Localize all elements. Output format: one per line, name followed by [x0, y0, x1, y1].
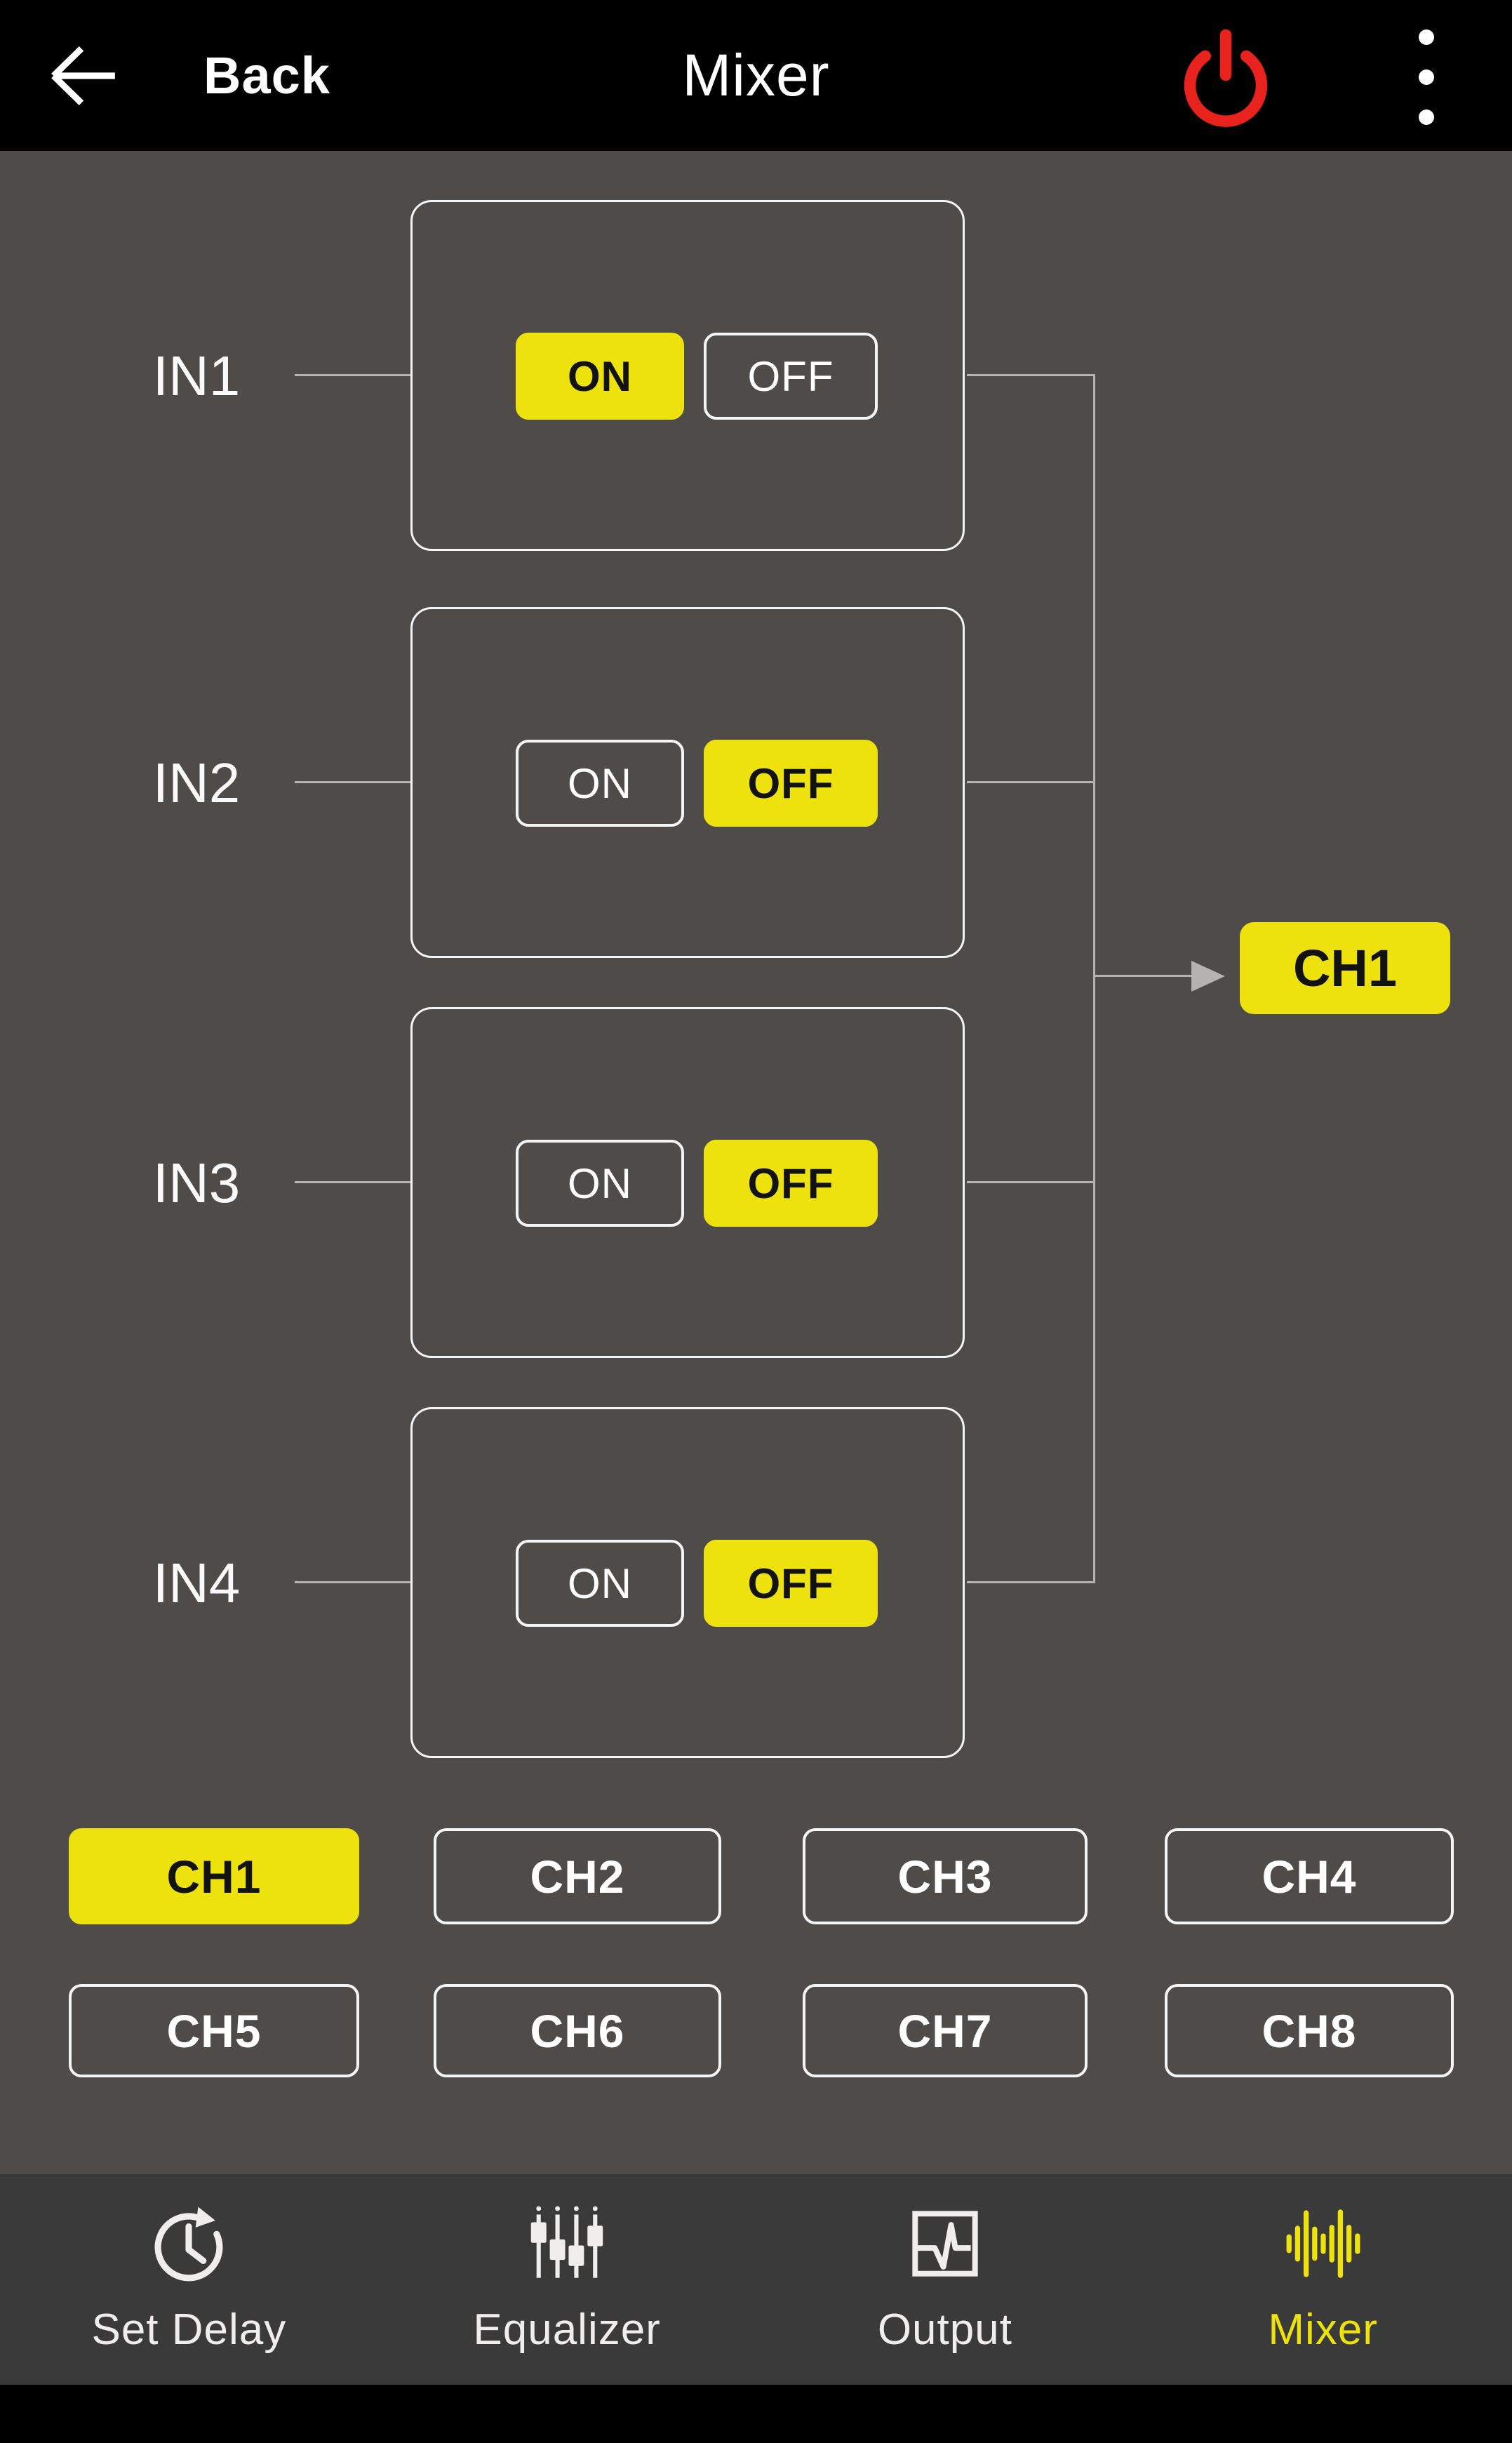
input-label-in4: IN4	[152, 1552, 241, 1614]
nav-item-set-delay[interactable]: Set Delay	[0, 2174, 378, 2385]
channel-button-ch5[interactable]: CH5	[69, 1984, 359, 2077]
channel-button-ch3[interactable]: CH3	[803, 1828, 1088, 1924]
input-label-in2: IN2	[152, 752, 241, 814]
nav-label-set-delay: Set Delay	[91, 2305, 287, 2354]
bottom-nav: Set Delay Equalizer Output	[0, 2174, 1512, 2385]
channel-button-ch2[interactable]: CH2	[434, 1828, 721, 1924]
nav-item-output[interactable]: Output	[756, 2174, 1135, 2385]
channel-button-ch6[interactable]: CH6	[434, 1984, 721, 2077]
output-arrow-head	[1191, 961, 1225, 992]
output-waveform-icon	[912, 2211, 978, 2277]
wire-in2-right	[967, 781, 1095, 783]
wire-in3-left	[295, 1181, 410, 1183]
channel-button-ch8[interactable]: CH8	[1165, 1984, 1454, 2077]
in1-off-button[interactable]: OFF	[704, 333, 878, 420]
input-box-in4: ON OFF	[410, 1407, 965, 1758]
mixer-waveform-icon	[1286, 2209, 1360, 2278]
header-bar: Back Mixer	[0, 0, 1512, 151]
nav-item-mixer[interactable]: Mixer	[1134, 2174, 1512, 2385]
wire-in4-left	[295, 1581, 410, 1583]
input-box-in1: ON OFF	[410, 200, 965, 551]
input-label-in1: IN1	[152, 345, 241, 407]
back-arrow-icon[interactable]	[42, 39, 121, 113]
wire-in1-right	[967, 374, 1095, 376]
back-button[interactable]: Back	[203, 46, 330, 105]
mix-bus-line	[1093, 374, 1095, 1583]
set-delay-clock-icon	[154, 2206, 223, 2282]
wire-in4-right	[967, 1581, 1095, 1583]
wire-in1-left	[295, 374, 410, 376]
in4-off-button[interactable]: OFF	[704, 1540, 878, 1627]
nav-label-output: Output	[877, 2305, 1012, 2354]
in3-off-button[interactable]: OFF	[704, 1140, 878, 1227]
input-box-in3: ON OFF	[410, 1007, 965, 1358]
wire-in3-right	[967, 1181, 1095, 1183]
in2-off-button[interactable]: OFF	[704, 740, 878, 827]
in2-on-button[interactable]: ON	[516, 740, 684, 827]
nav-label-mixer: Mixer	[1268, 2305, 1378, 2354]
system-nav-area	[0, 2385, 1512, 2443]
equalizer-sliders-icon	[530, 2206, 603, 2278]
channel-button-ch7[interactable]: CH7	[803, 1984, 1088, 2077]
in4-on-button[interactable]: ON	[516, 1540, 684, 1627]
in3-on-button[interactable]: ON	[516, 1140, 684, 1227]
input-box-in2: ON OFF	[410, 607, 965, 958]
overflow-menu-icon[interactable]	[1414, 29, 1438, 125]
in1-on-button[interactable]: ON	[516, 333, 684, 420]
nav-label-equalizer: Equalizer	[473, 2305, 661, 2354]
channel-button-ch4[interactable]: CH4	[1165, 1828, 1454, 1924]
nav-item-equalizer[interactable]: Equalizer	[378, 2174, 756, 2385]
output-channel-button[interactable]: CH1	[1240, 922, 1450, 1014]
wire-in2-left	[295, 781, 410, 783]
channel-button-ch1[interactable]: CH1	[69, 1828, 359, 1924]
power-icon[interactable]	[1173, 27, 1278, 132]
output-arrow-line	[1095, 975, 1194, 977]
input-label-in3: IN3	[152, 1152, 241, 1214]
